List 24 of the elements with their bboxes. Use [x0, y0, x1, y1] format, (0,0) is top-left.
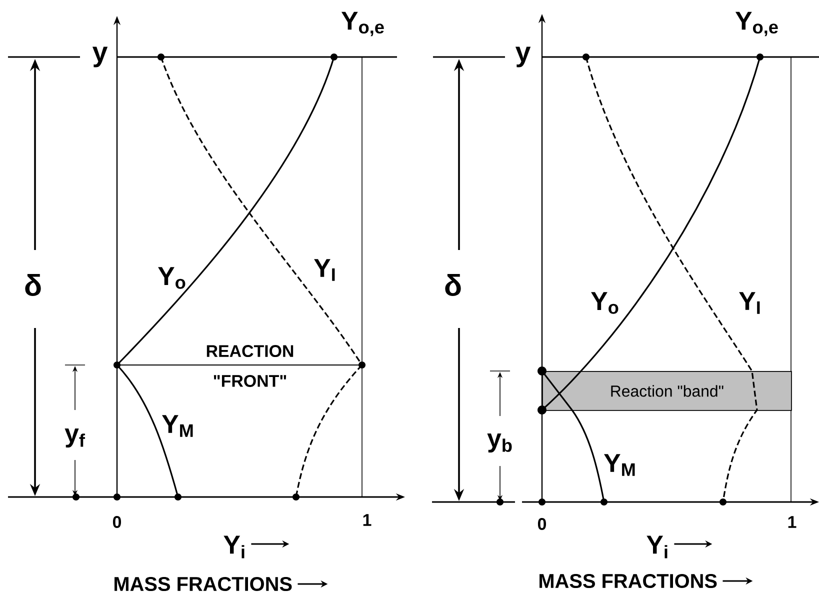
axis-title: Y$_{i}$ — [224, 536, 244, 558]
curve-label: Y$_{o}$ — [591, 292, 618, 314]
tick-label: 0 — [112, 516, 122, 528]
curve-label: Y$_{I}$ — [314, 259, 335, 281]
tick-label: 0 — [538, 518, 546, 530]
axis-title: MASS FRACTIONS — [114, 576, 292, 592]
axis-label: y — [92, 46, 108, 68]
axis-title: Y$_{i}$ — [646, 536, 668, 558]
axis-title: MASS FRACTIONS — [540, 574, 717, 588]
tick-label: 1 — [788, 516, 796, 528]
curve-label: Y$_{o,e}$ — [341, 12, 384, 36]
axis-label: y — [515, 46, 531, 68]
dimension-label: y$_{b}$ — [487, 433, 512, 453]
dimension-label: y$_{f}$ — [64, 428, 86, 448]
reaction-band: Reaction "band" — [542, 371, 792, 411]
curve-label: Y$_{M}$ — [604, 454, 635, 476]
curve-label: Y$_{o}$ — [158, 267, 186, 289]
axis-label: δ — [445, 274, 461, 296]
axis-label: δ — [25, 274, 41, 296]
curve-label: Y$_{M}$ — [162, 415, 193, 437]
curve-label: Y$_{o,e}$ — [735, 12, 778, 36]
front-label: REACTION "FRONT" — [206, 345, 294, 387]
curve-label: Y$_{I}$ — [739, 292, 760, 314]
tick-label: 1 — [363, 514, 372, 526]
